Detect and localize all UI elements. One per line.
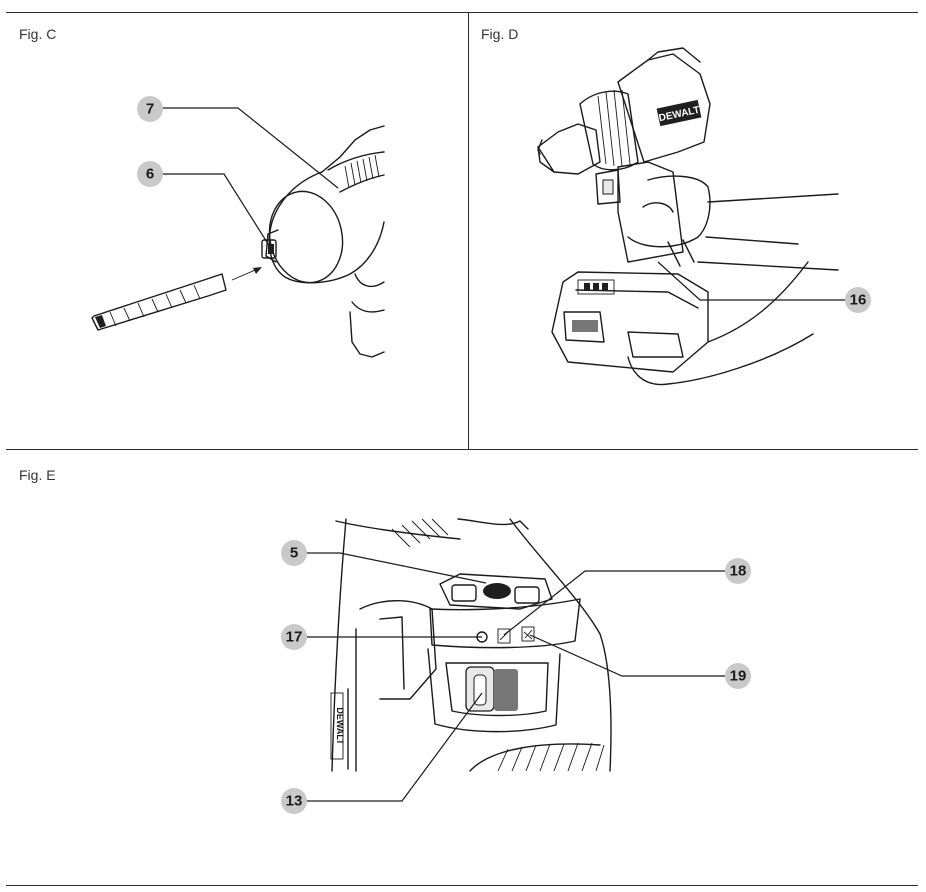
leader-19 <box>529 634 725 677</box>
panel-divider <box>468 12 469 449</box>
svg-text:18: 18 <box>730 563 747 580</box>
leader-6 <box>162 173 271 248</box>
svg-text:5: 5 <box>290 545 298 562</box>
bottom-rule <box>6 885 918 886</box>
callout-19: 19 <box>725 663 751 689</box>
svg-text:13: 13 <box>286 793 303 810</box>
top-vents <box>391 518 449 548</box>
callout-13: 13 <box>281 788 307 814</box>
fig-c-label: Fig. C <box>19 26 57 42</box>
svg-text:17: 17 <box>286 629 303 646</box>
callout-6: 6 <box>137 161 163 187</box>
trigger-switch <box>465 666 518 712</box>
top-rule <box>6 12 918 13</box>
leader-16 <box>657 261 846 301</box>
dewalt-logo: DEWALT <box>656 99 702 127</box>
drill-chuck-illustration <box>261 125 385 358</box>
svg-text:19: 19 <box>730 668 747 685</box>
leader-18 <box>503 570 725 636</box>
drill-bit-illustration <box>91 273 227 331</box>
svg-text:16: 16 <box>850 292 867 309</box>
insertion-arrow <box>231 267 262 281</box>
side-dewalt-logo: DEWALT <box>330 692 345 760</box>
callout-17: 17 <box>281 624 307 650</box>
callout-18: 18 <box>725 558 751 584</box>
leader-13 <box>306 692 483 802</box>
battery-fuel-gauge <box>584 283 608 291</box>
fig-d-label: Fig. D <box>481 26 519 42</box>
middle-rule <box>6 449 918 450</box>
svg-text:7: 7 <box>146 101 154 118</box>
fig-e-drawing: DEWALT 5 17 18 19 <box>281 518 751 814</box>
svg-text:6: 6 <box>146 166 154 183</box>
bottom-vents <box>497 742 605 772</box>
callout-5: 5 <box>281 540 307 566</box>
led-icons <box>476 626 535 644</box>
leader-7 <box>162 107 339 189</box>
fig-e-label: Fig. E <box>19 467 56 483</box>
callout-16: 16 <box>845 287 871 313</box>
chuck-teeth <box>344 154 380 189</box>
fig-d-drawing: DEWALT 16 <box>537 47 871 386</box>
drill-controls-closeup-illustration: DEWALT <box>330 518 612 772</box>
fig-c-drawing: 7 6 <box>91 96 385 358</box>
leader-5 <box>306 552 487 584</box>
drill-in-hand-illustration: DEWALT <box>537 47 839 386</box>
callout-7: 7 <box>137 96 163 122</box>
svg-text:DEWALT: DEWALT <box>335 707 345 745</box>
gear-ring-teeth <box>597 89 631 167</box>
